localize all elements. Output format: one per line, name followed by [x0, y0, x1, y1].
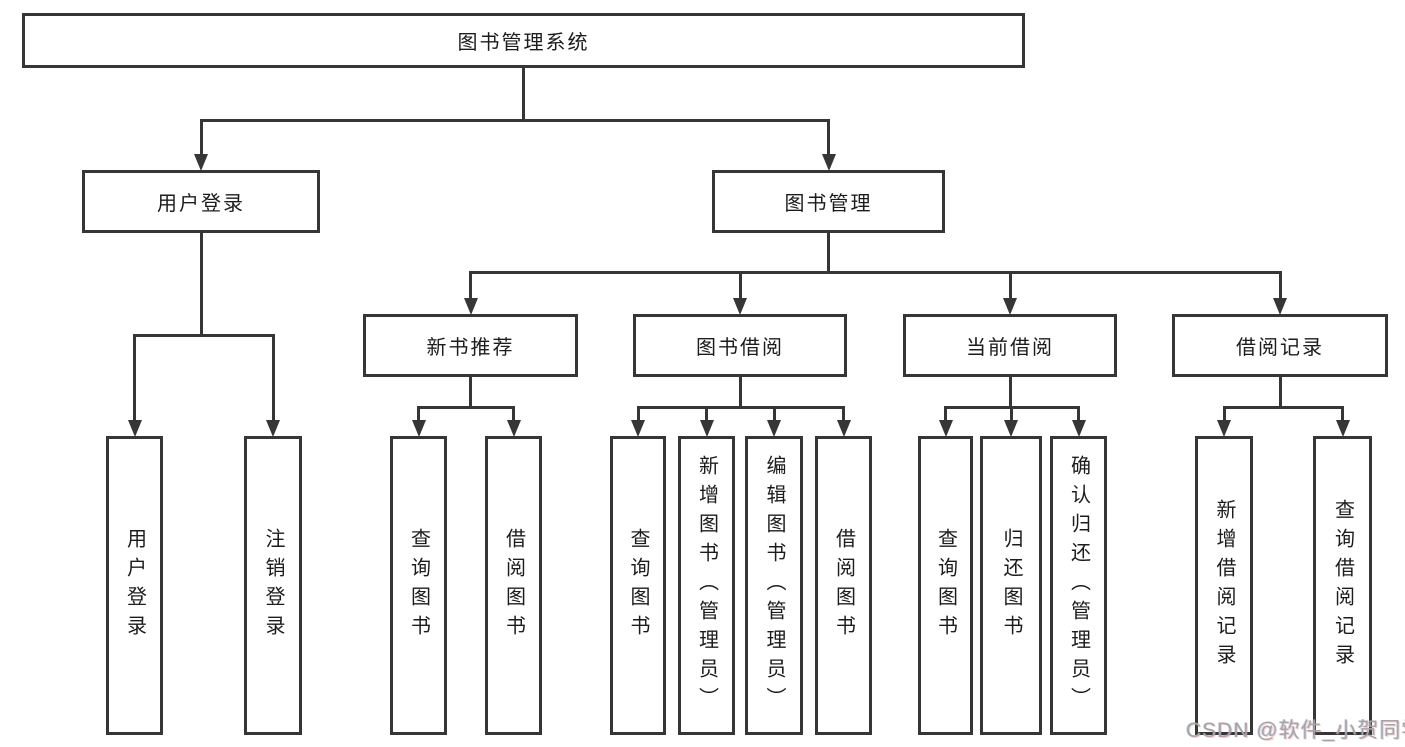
connector-drop: [1222, 407, 1226, 422]
arrow-head: [836, 420, 851, 437]
node-current-borrow: 当前借阅: [903, 314, 1117, 377]
node-query-book-rec: 查询图书: [390, 436, 447, 735]
connector-stub: [827, 233, 830, 274]
node-login-v: 用户登录: [106, 436, 163, 735]
arrow-head: [1335, 420, 1350, 437]
connector-drop: [705, 407, 708, 422]
arrow-head: [767, 420, 781, 437]
arrow-head: [1003, 298, 1017, 315]
node-query-book-bor: 查询图书: [610, 436, 666, 735]
arrow-head: [266, 420, 280, 437]
node-edit-book: 编辑图书（管理员）: [745, 436, 803, 735]
node-borrow-book-bor: 借阅图书: [815, 436, 872, 735]
connector-drop: [944, 407, 947, 422]
arrow-head: [699, 420, 714, 437]
connector-stub: [199, 233, 203, 337]
connector-stub: [522, 68, 525, 122]
arrow-head: [1217, 420, 1231, 437]
connector-drop: [842, 407, 845, 422]
connector-bar: [417, 405, 515, 409]
connector-bar: [1222, 405, 1344, 409]
connector-drop: [1341, 407, 1344, 422]
connector-stub: [1008, 377, 1012, 409]
arrow-head: [1004, 420, 1018, 437]
connector-drop: [469, 272, 472, 300]
node-add-book: 新增图书（管理员）: [678, 436, 735, 735]
connector-drop: [1009, 407, 1013, 422]
connector-drop: [636, 407, 640, 422]
connector-bar: [199, 118, 830, 122]
connector-stub: [738, 377, 742, 409]
arrow-head: [194, 154, 208, 171]
node-borrow-record: 借阅记录: [1172, 314, 1388, 377]
connector-stub: [1278, 377, 1282, 409]
watermark: CSDN @软件_小贺同学: [1186, 719, 1405, 742]
arrow-head: [1273, 298, 1287, 315]
connector-drop: [1008, 272, 1012, 300]
arrow-head: [463, 298, 478, 315]
node-book-mgmt: 图书管理: [712, 170, 945, 233]
arrow-head: [631, 420, 645, 437]
arrow-head: [733, 298, 747, 315]
arrow-head: [821, 154, 836, 171]
node-confirm-return: 确认归还（管理员）: [1050, 436, 1107, 735]
connector-drop: [271, 335, 275, 422]
arrow-head: [127, 420, 142, 437]
node-book-borrow: 图书借阅: [633, 314, 847, 377]
connector-drop: [738, 272, 742, 300]
connector-bar: [133, 333, 275, 337]
connector-stub: [469, 377, 472, 409]
arrow-head: [506, 420, 521, 437]
connector-drop: [199, 120, 203, 156]
node-query-bor-record: 查询借阅记录: [1313, 436, 1372, 735]
connector-drop: [133, 335, 136, 422]
node-add-bor-record: 新增借阅记录: [1195, 436, 1253, 735]
node-user-login: 用户登录: [82, 170, 320, 233]
connector-drop: [512, 407, 515, 422]
connector-drop: [772, 407, 776, 422]
node-new-book-rec: 新书推荐: [363, 314, 578, 377]
arrow-head: [938, 420, 953, 437]
connector-drop: [1077, 407, 1080, 422]
node-return-book: 归还图书: [980, 436, 1042, 735]
connector-bar: [469, 270, 1282, 274]
node-root: 图书管理系统: [22, 13, 1025, 68]
arrow-head: [1071, 420, 1086, 437]
connector-bar: [636, 405, 845, 409]
connector-drop: [417, 407, 420, 422]
node-borrow-book-rec: 借阅图书: [485, 436, 542, 735]
node-logout-v: 注销登录: [244, 436, 302, 735]
node-query-book-cur: 查询图书: [918, 436, 973, 735]
connector-drop: [1278, 272, 1282, 300]
arrow-head: [411, 420, 426, 437]
connector-drop: [827, 120, 830, 156]
